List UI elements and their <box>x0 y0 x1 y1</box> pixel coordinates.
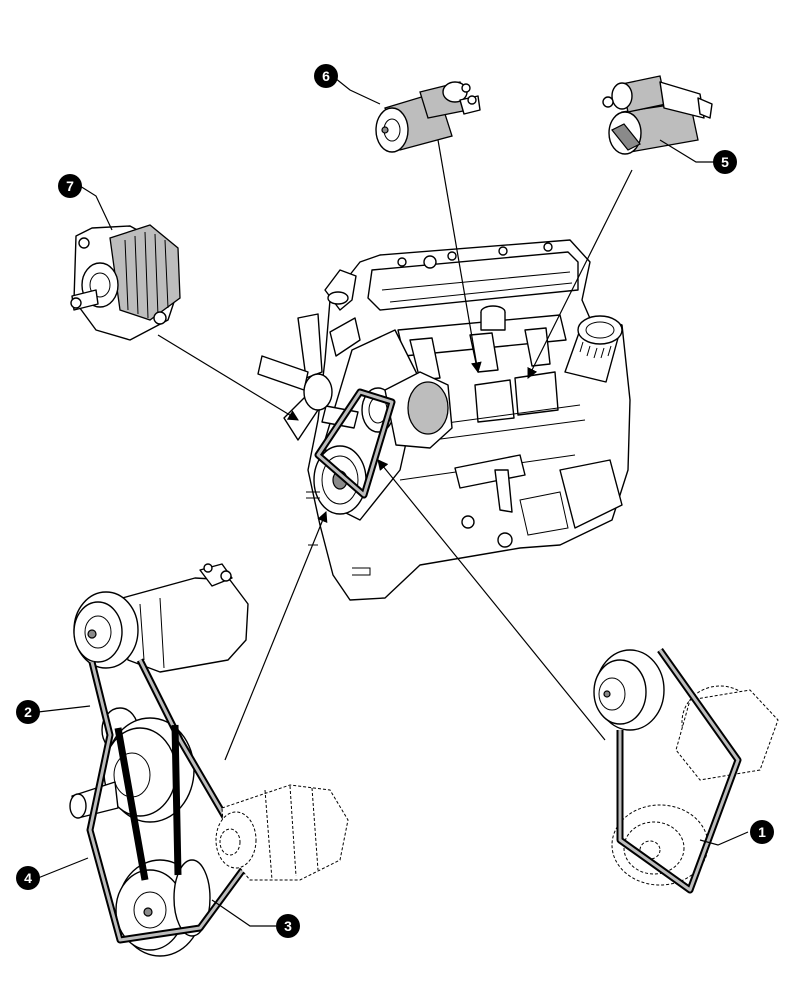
callout-1-label: 1 <box>758 824 766 840</box>
callout-3-label: 3 <box>284 918 292 934</box>
arrow-part-2 <box>224 510 328 761</box>
callout-2: 2 <box>16 700 40 724</box>
callout-6: 6 <box>314 64 338 88</box>
callout-1: 1 <box>750 820 774 844</box>
belt-drive-right-icon <box>593 647 742 894</box>
callout-7-label: 7 <box>66 178 74 194</box>
dashed-alternator-icon <box>215 784 349 881</box>
callout-2-label: 2 <box>24 704 32 720</box>
rocker-studs <box>397 242 553 269</box>
callout-7: 7 <box>58 174 82 198</box>
callout-5: 5 <box>713 150 737 174</box>
callout-4: 4 <box>16 866 40 890</box>
alternator-icon <box>70 224 181 341</box>
callout-leaders <box>37 77 749 927</box>
cooling-fan-icon <box>257 313 361 441</box>
callout-6-label: 6 <box>322 68 330 84</box>
oil-filter-icon <box>564 315 623 383</box>
pointer-arrows <box>157 139 633 761</box>
engine-alternator-icon <box>384 371 453 449</box>
starter-motor-icon <box>375 81 481 153</box>
starter-motor-alt-icon <box>602 75 713 155</box>
ac-compressor-icon <box>73 563 249 673</box>
belt-drive-left-icon <box>69 658 254 957</box>
callout-5-label: 5 <box>721 154 729 170</box>
arrow-part-6 <box>437 139 482 374</box>
arrow-part-5 <box>527 169 633 379</box>
callout-3: 3 <box>276 914 300 938</box>
arrow-part-1 <box>377 459 606 741</box>
arrow-part-7 <box>157 334 299 421</box>
engine-block-icon <box>257 239 631 601</box>
callout-4-label: 4 <box>24 870 32 886</box>
